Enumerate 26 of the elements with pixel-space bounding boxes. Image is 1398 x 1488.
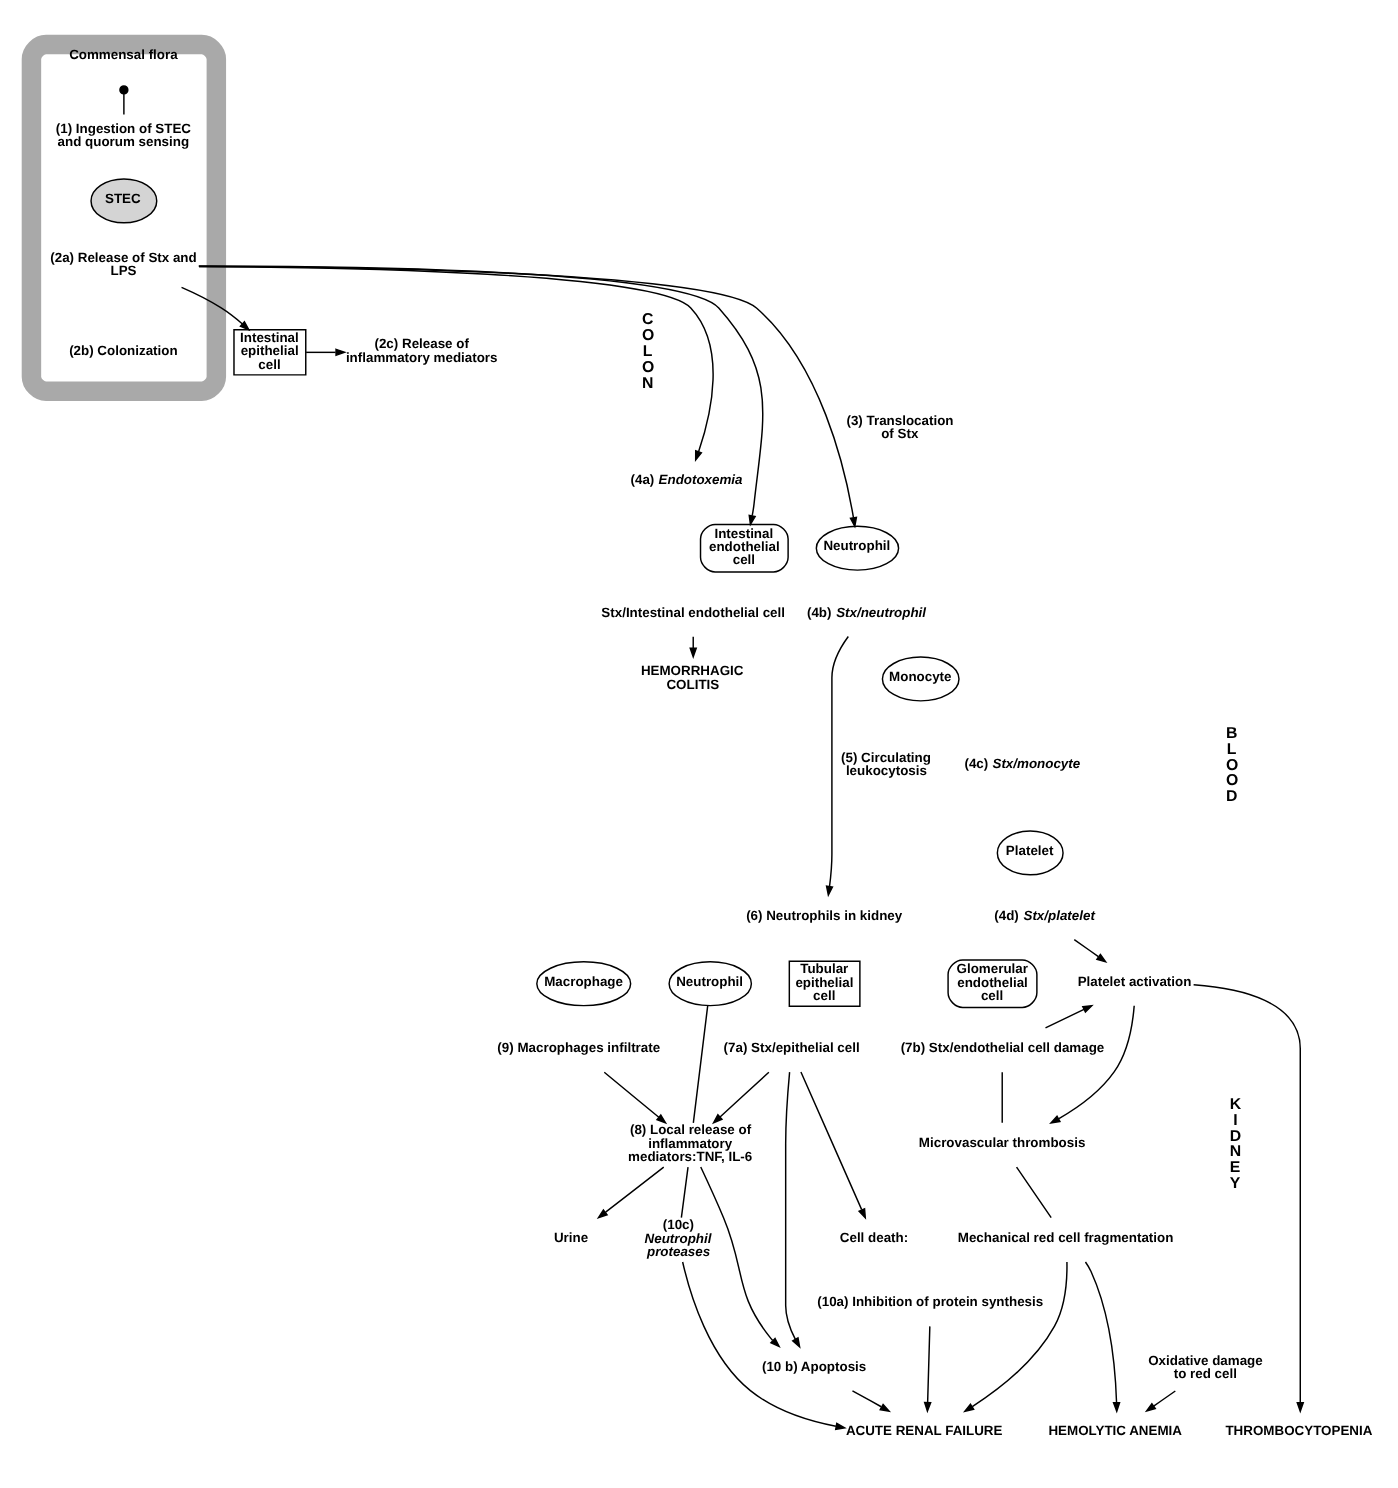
arrow bbox=[962, 1260, 1068, 1412]
connector bbox=[692, 1003, 709, 1123]
node-circle bbox=[119, 84, 129, 94]
arrow bbox=[923, 1324, 932, 1413]
arrow bbox=[1144, 1389, 1177, 1412]
connector bbox=[1001, 1070, 1003, 1123]
arrow bbox=[711, 1070, 770, 1124]
arrow bbox=[825, 634, 850, 897]
arrow bbox=[596, 1165, 665, 1219]
connector bbox=[680, 1165, 689, 1218]
arrow bbox=[1073, 937, 1108, 963]
connector bbox=[123, 92, 125, 115]
connector bbox=[1015, 1165, 1052, 1218]
arrow bbox=[700, 1165, 781, 1348]
arrow bbox=[851, 1389, 892, 1412]
arrow bbox=[800, 1070, 867, 1219]
arrow bbox=[305, 347, 347, 356]
arrow bbox=[603, 1070, 668, 1124]
arrow bbox=[1044, 1003, 1094, 1028]
arrow bbox=[689, 635, 698, 658]
arrow bbox=[1084, 1260, 1121, 1413]
arrow bbox=[681, 1260, 847, 1430]
arrow bbox=[784, 1070, 801, 1348]
arrow bbox=[1049, 1004, 1135, 1124]
arrow bbox=[1192, 983, 1305, 1413]
arrow bbox=[180, 285, 251, 331]
